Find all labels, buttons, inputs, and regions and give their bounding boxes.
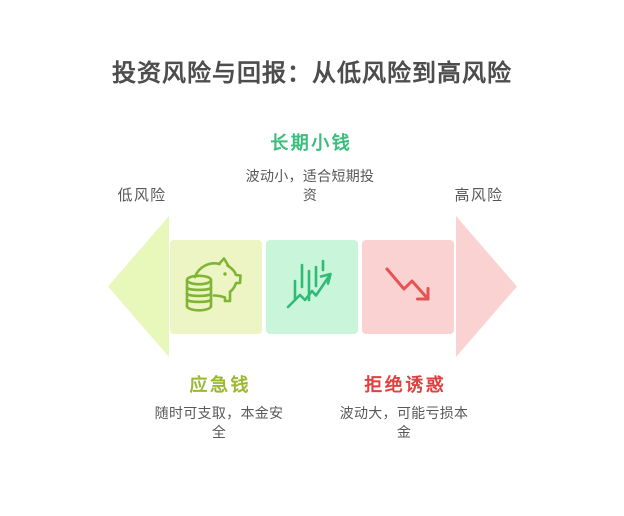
right-arrowhead — [456, 216, 517, 357]
segment-box-refuse-temptation — [362, 240, 454, 334]
left-arrowhead — [108, 216, 169, 357]
segment-box-emergency-money — [170, 240, 262, 334]
stock-chart-icon — [286, 259, 332, 309]
segment-desc-refuse-temptation: 波动大，可能亏损本金 — [339, 406, 469, 441]
declining-arrow-icon — [385, 267, 430, 301]
page-title: 投资风险与回报：从低风险到高风险 — [112, 59, 512, 87]
segment-box-long-term-money — [266, 240, 358, 334]
segment-desc-long-term-money: 波动小，适合短期投资 — [245, 169, 375, 204]
segment-label-refuse-temptation: 拒绝诱惑 — [364, 375, 447, 396]
axis-label-high-risk: 高风险 — [454, 186, 504, 204]
segment-label-emergency-money: 应急钱 — [189, 375, 251, 396]
segment-label-long-term-money: 长期小钱 — [270, 133, 353, 154]
piggy-bank-icon — [185, 257, 242, 312]
axis-label-low-risk: 低风险 — [117, 186, 167, 204]
segment-desc-emergency-money: 随时可支取，本金安全 — [154, 406, 284, 441]
